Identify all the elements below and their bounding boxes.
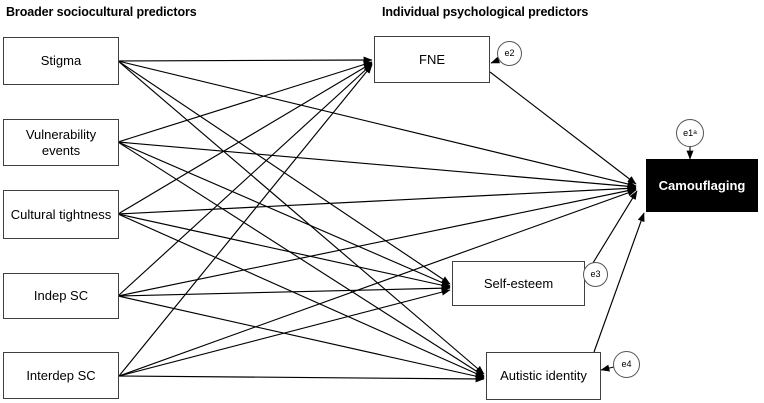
node-interdep-sc[interactable]: Interdep SC [3, 352, 119, 399]
error-term-e4-label: e4 [621, 359, 632, 369]
edge-vulnerability-selfesteem [117, 141, 451, 287]
edge-interdep-selfesteem [118, 288, 451, 377]
node-self-esteem[interactable]: Self-esteem [452, 261, 585, 306]
node-autistic-identity[interactable]: Autistic identity [486, 352, 601, 400]
edge-vulnerability-camouflaging [117, 141, 637, 190]
edge-interdep-camouflaging [118, 189, 637, 377]
edge-cultural-selfesteem [117, 213, 451, 289]
edge-autistic-camouflaging [593, 212, 645, 353]
edge-stigma-camouflaging [117, 60, 637, 188]
node-vulnerability-events[interactable]: Vulnerability events [3, 119, 119, 166]
error-term-e3: e3 [583, 262, 608, 287]
edge-selfesteem-camouflaging [584, 190, 638, 277]
edge-interdep-fne [118, 64, 373, 377]
node-cultural-tightness[interactable]: Cultural tightness [3, 190, 119, 239]
error-term-e1-label: e1 [683, 127, 694, 138]
edge-cultural-camouflaging [117, 184, 637, 215]
edge-cultural-autistic [117, 213, 485, 378]
node-indep-sc[interactable]: Indep SC [3, 273, 119, 319]
edge-indep-fne [117, 63, 373, 297]
error-term-e3-label: e3 [590, 269, 601, 279]
column-header-psychological: Individual psychological predictors [382, 5, 589, 19]
edge-indep-selfesteem [117, 284, 451, 297]
edge-vulnerability-autistic [117, 141, 485, 377]
error-term-e4: e4 [613, 351, 640, 378]
error-term-e2-label: e2 [504, 48, 515, 58]
error-term-e2: e2 [497, 41, 522, 66]
edge-interdep-autistic [118, 375, 485, 383]
edge-fne-camouflaging [489, 71, 637, 185]
edge-indep-autistic [117, 295, 485, 380]
column-header-sociocultural: Broader sociocultural predictors [6, 5, 197, 19]
node-fne[interactable]: FNE [374, 36, 490, 83]
node-stigma[interactable]: Stigma [3, 37, 119, 85]
edge-cultural-fne [117, 62, 373, 215]
edge-indep-camouflaging [117, 187, 637, 297]
edge-stigma-fne [117, 56, 373, 64]
edge-stigma-autistic [117, 60, 485, 375]
node-camouflaging[interactable]: Camouflaging [646, 159, 758, 212]
edge-vulnerability-fne [117, 61, 373, 143]
